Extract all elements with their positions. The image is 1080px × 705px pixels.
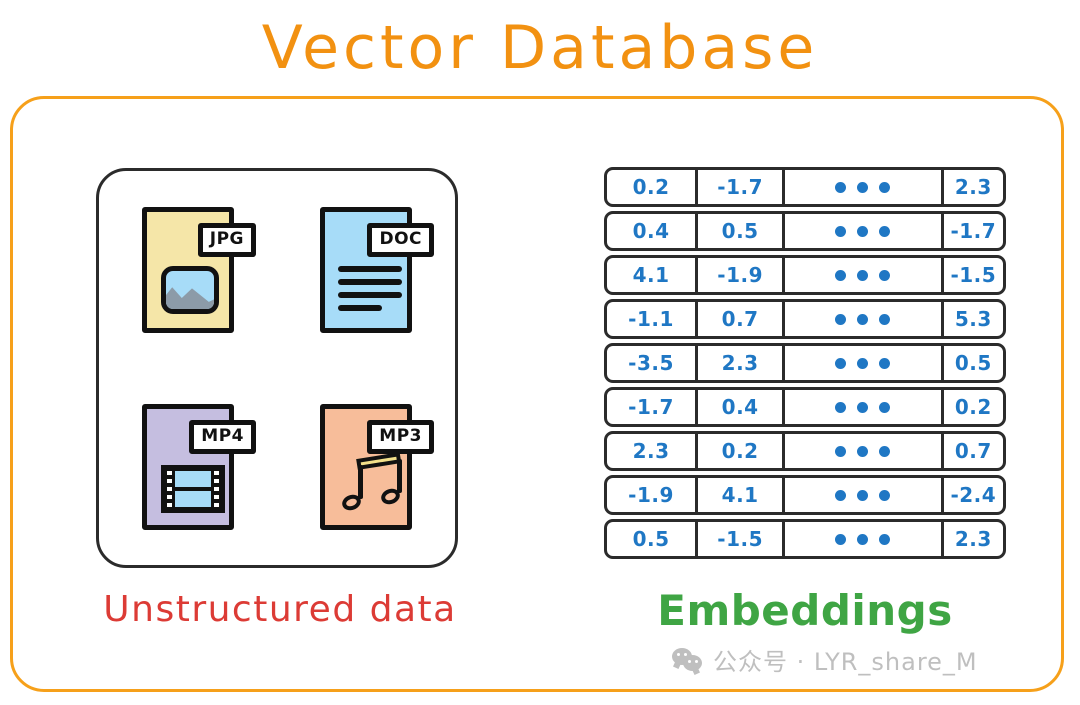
vector-value-cell: -2.4	[950, 483, 997, 507]
mountain-shape	[166, 287, 214, 309]
note-stem	[397, 458, 402, 493]
vector-value-cell: 0.7	[954, 439, 992, 463]
film-frames	[174, 469, 212, 509]
table-row: 0.2-1.7 2.3	[604, 167, 1006, 207]
image-file-icon	[161, 265, 219, 314]
file-card-doc[interactable]: DOC	[320, 206, 434, 333]
table-row: 4.1-1.9 -1.5	[604, 255, 1006, 295]
ellipsis-cell	[785, 434, 944, 468]
film-perforations-left	[165, 469, 174, 509]
vector-value-cell: -1.5	[950, 263, 997, 287]
audio-file-icon	[340, 451, 403, 515]
file-card-jpg[interactable]: JPG	[142, 206, 256, 333]
ellipsis-cell	[785, 522, 944, 556]
ellipsis-dots-icon	[835, 401, 891, 413]
watermark: 公众号 · LYR_share_M	[672, 642, 978, 677]
ellipsis-cell	[785, 214, 944, 248]
vector-value-cell: -1.9	[698, 258, 786, 292]
text-line	[338, 265, 402, 272]
vector-value-cell: -1.7	[698, 170, 786, 204]
vector-value-cell: -1.1	[607, 302, 699, 336]
ellipsis-dots-icon	[835, 533, 891, 545]
vector-value-cell: -1.7	[607, 390, 699, 424]
vector-value-cell: 0.4	[698, 390, 786, 424]
vector-value-cell: -1.7	[950, 219, 997, 243]
text-line	[338, 304, 382, 311]
film-perforations-right	[212, 469, 221, 509]
vector-value-cell: -3.5	[607, 346, 699, 380]
file-grid: JPG DOC	[99, 171, 455, 565]
ellipsis-dots-icon	[835, 357, 891, 369]
unstructured-data-label: Unstructured data	[103, 589, 457, 630]
ellipsis-cell	[785, 390, 944, 424]
file-tag-label: DOC	[367, 222, 434, 257]
wechat-icon	[672, 647, 704, 672]
page-title: Vector Database	[261, 13, 819, 83]
vector-value-cell: 0.2	[698, 434, 786, 468]
vector-value-cell: 4.1	[607, 258, 699, 292]
file-tag-label: MP3	[367, 419, 434, 454]
note-stem	[358, 464, 363, 499]
vector-value-cell: 0.2	[607, 170, 699, 204]
unstructured-data-panel: JPG DOC	[96, 168, 458, 568]
text-line	[338, 278, 402, 285]
file-sheet	[142, 206, 234, 333]
embeddings-label: Embeddings	[657, 586, 953, 635]
vector-value-cell: 0.5	[698, 214, 786, 248]
vector-value-cell: 2.3	[607, 434, 699, 468]
file-card-mp4[interactable]: MP4	[142, 403, 256, 530]
ellipsis-cell	[785, 170, 944, 204]
vector-value-cell: 4.1	[698, 478, 786, 512]
watermark-text: 公众号 · LYR_share_M	[713, 648, 978, 676]
ellipsis-dots-icon	[835, 181, 891, 193]
vector-value-cell: 2.3	[954, 527, 992, 551]
video-file-icon	[161, 464, 225, 513]
file-sheet	[142, 403, 234, 530]
file-tag-label: JPG	[197, 222, 256, 257]
table-row: 0.5-1.5 2.3	[604, 519, 1006, 559]
text-line	[338, 291, 402, 298]
vector-value-cell: 0.4	[607, 214, 699, 248]
ellipsis-dots-icon	[835, 269, 891, 281]
vector-value-cell: 2.3	[954, 175, 992, 199]
vector-value-cell: -1.5	[698, 522, 786, 556]
ellipsis-dots-icon	[835, 313, 891, 325]
ellipsis-cell	[785, 258, 944, 292]
vector-value-cell: 5.3	[954, 307, 992, 331]
vector-value-cell: -1.9	[607, 478, 699, 512]
ellipsis-cell	[785, 346, 944, 380]
vector-value-cell: 0.5	[607, 522, 699, 556]
ellipsis-dots-icon	[835, 445, 891, 457]
vector-value-cell: 0.7	[698, 302, 786, 336]
ellipsis-cell	[785, 302, 944, 336]
ellipsis-dots-icon	[835, 225, 891, 237]
file-tag-label: MP4	[189, 419, 256, 454]
vector-value-cell: 0.2	[954, 395, 992, 419]
ellipsis-dots-icon	[835, 489, 891, 501]
document-file-icon	[338, 265, 404, 318]
vector-value-cell: 0.5	[954, 351, 992, 375]
vector-value-cell: 2.3	[698, 346, 786, 380]
ellipsis-cell	[785, 478, 944, 512]
file-card-mp3[interactable]: MP3	[320, 403, 434, 530]
